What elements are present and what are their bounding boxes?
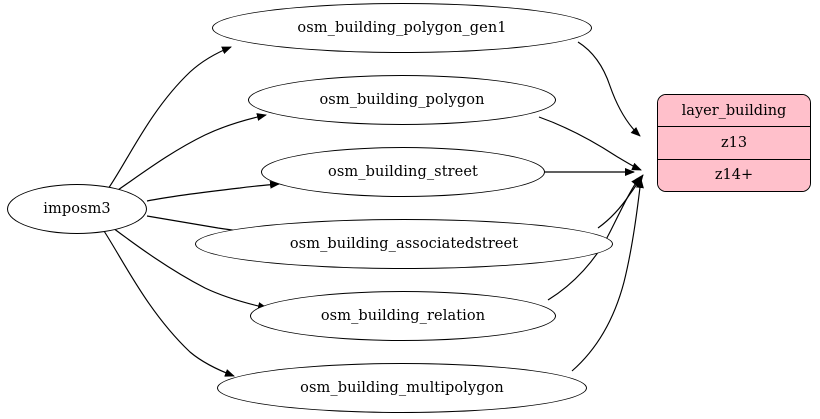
node-osm-building-polygon-gen1[interactable]: osm_building_polygon_gen1 — [212, 3, 592, 53]
edge-imposm3-to-polygon-gen1 — [107, 46, 232, 190]
node-osm-building-associatedstreet[interactable]: osm_building_associatedstreet — [195, 219, 613, 269]
record-row-z13-label: z13 — [720, 134, 748, 151]
node-osm-building-associatedstreet-label: osm_building_associatedstreet — [289, 235, 519, 252]
node-osm-building-polygon-gen1-label: osm_building_polygon_gen1 — [297, 19, 507, 36]
edge-relation-to-z14plus — [547, 176, 641, 301]
edge-imposm3-to-multipolygon — [103, 230, 235, 377]
record-row-z13[interactable]: z13 — [658, 126, 810, 159]
node-layer-building[interactable]: layer_building z13 z14+ — [657, 94, 811, 192]
node-osm-building-multipolygon[interactable]: osm_building_multipolygon — [217, 363, 587, 413]
node-osm-building-relation[interactable]: osm_building_relation — [250, 291, 556, 341]
node-osm-building-polygon[interactable]: osm_building_polygon — [248, 75, 556, 125]
record-row-z14plus[interactable]: z14+ — [658, 158, 810, 191]
node-osm-building-street-label: osm_building_street — [328, 163, 478, 180]
record-row-layer-name[interactable]: layer_building — [658, 95, 810, 127]
edge-polygon-to-z14plus — [538, 116, 642, 171]
edge-multipolygon-to-z14plus — [571, 178, 644, 372]
node-imposm3-label: imposm3 — [43, 200, 111, 217]
node-osm-building-relation-label: osm_building_relation — [320, 307, 486, 324]
node-osm-building-polygon-label: osm_building_polygon — [319, 91, 485, 108]
record-row-layer-name-label: layer_building — [681, 102, 787, 119]
record-row-z14plus-label: z14+ — [714, 167, 754, 184]
node-osm-building-multipolygon-label: osm_building_multipolygon — [300, 379, 504, 396]
edge-imposm3-to-street — [146, 180, 280, 202]
edge-imposm3-to-relation — [112, 227, 268, 310]
edge-imposm3-to-polygon — [114, 113, 267, 193]
node-imposm3[interactable]: imposm3 — [7, 184, 147, 234]
node-osm-building-street[interactable]: osm_building_street — [261, 147, 545, 197]
edge-polygon-gen1-to-z13 — [577, 41, 641, 137]
